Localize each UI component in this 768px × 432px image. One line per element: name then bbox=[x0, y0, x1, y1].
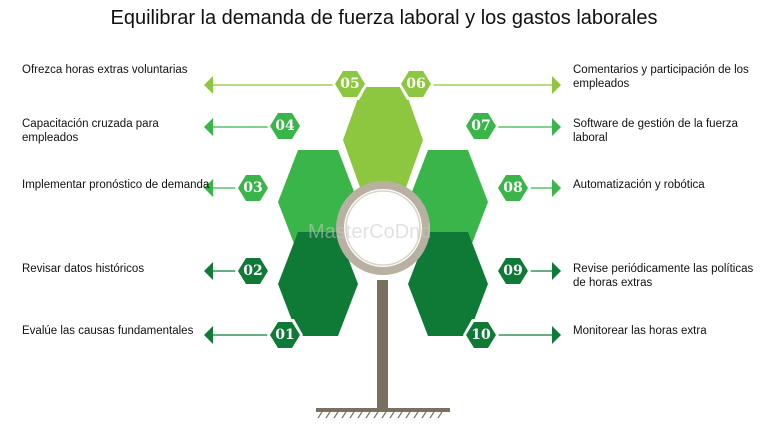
diagram-title: Equilibrar la demanda de fuerza laboral … bbox=[110, 7, 658, 29]
badge-number-07: 07 bbox=[471, 118, 490, 134]
badge-10: 10 bbox=[463, 319, 499, 351]
center-ring bbox=[336, 181, 430, 275]
badge-06: 06 bbox=[398, 68, 434, 100]
arrow-icon-01 bbox=[204, 326, 213, 344]
label-03: Implementar pronóstico de demanda bbox=[22, 179, 210, 191]
badge-number-01: 01 bbox=[275, 327, 294, 343]
badge-04: 04 bbox=[267, 110, 303, 142]
badge-01: 01 bbox=[267, 319, 303, 351]
arrow-icon-09 bbox=[552, 262, 561, 280]
badge-number-04: 04 bbox=[275, 118, 295, 134]
badge-05: 05 bbox=[332, 68, 368, 100]
label-01: Evalúe las causas fundamentales bbox=[22, 325, 194, 337]
badge-number-06: 06 bbox=[406, 76, 425, 92]
badge-number-03: 03 bbox=[243, 180, 262, 196]
center-ring-inner bbox=[345, 190, 421, 266]
label-10: Monitorear las horas extra bbox=[573, 325, 707, 337]
arrow-icon-05 bbox=[204, 76, 213, 94]
ground-hatching bbox=[317, 411, 443, 419]
badge-08: 08 bbox=[495, 172, 531, 204]
badge-number-10: 10 bbox=[471, 327, 491, 343]
arrow-icon-04 bbox=[204, 118, 213, 136]
arrow-icon-07 bbox=[552, 118, 561, 136]
hexagon-lower-left bbox=[278, 232, 358, 336]
badge-09: 09 bbox=[495, 255, 531, 287]
label-02: Revisar datos históricos bbox=[22, 263, 145, 275]
label-09: Revise periódicamente las políticas de h… bbox=[573, 263, 754, 289]
tree-stem bbox=[377, 280, 388, 410]
arrow-tips bbox=[204, 76, 561, 344]
badge-number-09: 09 bbox=[503, 263, 522, 279]
badge-number-05: 05 bbox=[340, 76, 359, 92]
badge-03: 03 bbox=[235, 172, 271, 204]
arrow-icon-08 bbox=[552, 179, 561, 197]
ground-line bbox=[316, 408, 450, 412]
badge-number-02: 02 bbox=[243, 263, 262, 279]
label-07: Software de gestión de la fuerza laboral bbox=[573, 118, 738, 144]
connector-lines bbox=[213, 84, 552, 336]
label-04: Capacitación cruzada para empleados bbox=[22, 118, 159, 144]
badge-07: 07 bbox=[463, 110, 499, 142]
arrow-icon-03 bbox=[204, 179, 213, 197]
badge-02: 02 bbox=[235, 255, 271, 287]
label-05: Ofrezca horas extras voluntarias bbox=[22, 64, 188, 76]
arrow-icon-02 bbox=[204, 262, 213, 280]
label-06: Comentarios y participación de los emple… bbox=[573, 64, 749, 90]
hexagon-lower-right bbox=[408, 232, 488, 336]
arrow-icon-06 bbox=[552, 76, 561, 94]
watermark: MasterCoDnd bbox=[308, 221, 431, 243]
arrow-icon-10 bbox=[552, 326, 561, 344]
hexagon-top bbox=[343, 87, 423, 193]
number-badges: 05 06 04 07 03 08 02 bbox=[235, 68, 531, 351]
badge-number-08: 08 bbox=[503, 180, 522, 196]
label-08: Automatización y robótica bbox=[573, 179, 705, 191]
